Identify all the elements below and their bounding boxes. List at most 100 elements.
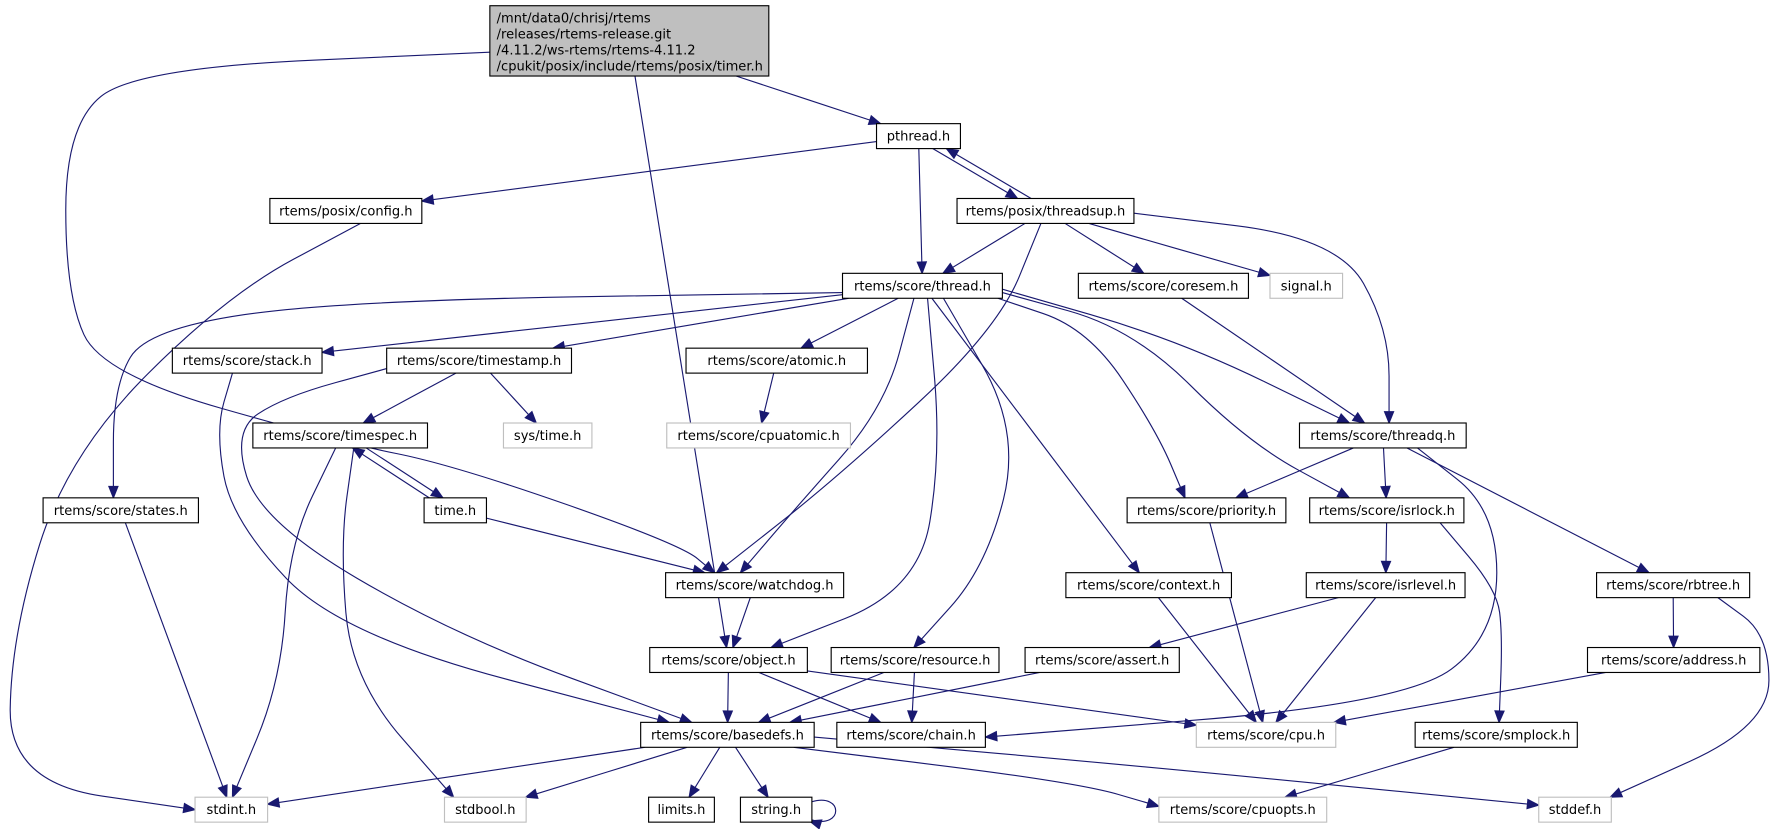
node-thread[interactable]: rtems/score/thread.h	[841, 272, 1003, 299]
node-string[interactable]: string.h	[739, 796, 813, 823]
edge-threadq-to-chain	[983, 447, 1498, 742]
edge-line	[1088, 222, 1271, 276]
edge-thread-to-threadq	[1002, 288, 1351, 424]
edge-line	[1002, 292, 1350, 499]
node-isrlevel[interactable]: rtems/score/isrlevel.h	[1305, 572, 1466, 599]
node-box	[841, 272, 1003, 299]
node-coresem[interactable]: rtems/score/coresem.h	[1077, 272, 1250, 299]
node-threadq[interactable]: rtems/score/threadq.h	[1298, 422, 1467, 449]
edge-timestamp-to-timespec	[361, 372, 457, 424]
node-isrlock[interactable]: rtems/score/isrlock.h	[1309, 497, 1465, 524]
node-label: rtems/score/threadq.h	[1310, 429, 1455, 444]
node-box	[830, 646, 1000, 674]
arrowhead-icon	[1145, 797, 1161, 809]
node-box	[836, 721, 986, 748]
edge-line	[811, 799, 837, 822]
node-label: signal.h	[1281, 279, 1332, 294]
node-basedefs[interactable]: rtems/score/basedefs.h	[640, 721, 815, 748]
node-label: rtems/score/thread.h	[854, 279, 991, 294]
edge-line	[1235, 447, 1354, 499]
node-box	[443, 796, 527, 823]
edge-root-to-pthread	[735, 75, 883, 126]
node-stdint[interactable]: stdint.h	[194, 796, 269, 823]
edge-line	[716, 223, 1042, 574]
edge-line	[985, 447, 1498, 738]
edge-rbtree-to-address	[1668, 597, 1679, 650]
edge-threadsup-to-watchdog	[715, 223, 1042, 574]
edge-line	[231, 447, 337, 798]
arrowhead-icon	[907, 710, 918, 724]
edge-context-to-cpu	[1158, 597, 1258, 724]
node-label: rtems/score/chain.h	[846, 728, 975, 743]
edge-atomic-to-cpuatomic	[759, 372, 775, 425]
arrowhead-icon	[1257, 266, 1272, 278]
edge-line	[421, 141, 877, 202]
node-stdbool[interactable]: stdbool.h	[443, 796, 527, 823]
edge-line	[758, 671, 885, 723]
node-box	[1126, 497, 1287, 524]
node-label: rtems/score/timespec.h	[263, 429, 417, 444]
node-stack[interactable]: rtems/score/stack.h	[171, 347, 323, 374]
node-assert[interactable]: rtems/score/assert.h	[1024, 646, 1180, 674]
node-chain[interactable]: rtems/score/chain.h	[836, 721, 986, 748]
arrowhead-icon	[266, 797, 281, 808]
node-rbtree[interactable]: rtems/score/rbtree.h	[1596, 572, 1751, 599]
edge-thread-to-priority	[997, 297, 1186, 500]
edge-object-to-basedefs	[722, 672, 734, 724]
arrowhead-icon	[808, 819, 823, 829]
node-timestamp[interactable]: rtems/score/timestamp.h	[386, 347, 573, 374]
node-systime[interactable]: sys/time.h	[502, 422, 593, 449]
node-label: stdbool.h	[455, 803, 515, 818]
edge-rbtree-to-stddef	[1608, 597, 1770, 798]
node-pthread[interactable]: pthread.h	[875, 123, 962, 150]
arrowhead-icon	[916, 261, 928, 275]
edge-line	[1439, 522, 1502, 723]
edge-line	[1333, 671, 1606, 723]
node-watchdog[interactable]: rtems/score/watchdog.h	[665, 572, 845, 599]
edge-threadq-to-rbtree	[1406, 447, 1651, 574]
arrowhead-icon	[1494, 710, 1505, 724]
node-atomic[interactable]: rtems/score/atomic.h	[685, 347, 869, 374]
node-limits[interactable]: limits.h	[648, 796, 715, 823]
node-cpu[interactable]: rtems/score/cpu.h	[1195, 721, 1337, 748]
edge-line	[363, 372, 457, 424]
edge-coresem-to-threadq	[1181, 297, 1366, 424]
arrowhead-icon	[1275, 709, 1288, 724]
node-config[interactable]: rtems/posix/config.h	[269, 197, 423, 224]
node-threadsup[interactable]: rtems/posix/threadsup.h	[956, 197, 1135, 224]
edge-basedefs-to-stddef	[814, 736, 1541, 810]
arrowhead-icon	[524, 410, 538, 425]
node-address[interactable]: rtems/score/address.h	[1586, 646, 1761, 674]
edge-line	[219, 372, 670, 723]
edge-basedefs-to-stdbool	[524, 746, 688, 799]
arrowhead-icon	[182, 802, 197, 814]
node-box	[1158, 796, 1328, 823]
node-cpuopts[interactable]: rtems/score/cpuopts.h	[1158, 796, 1328, 823]
arrowhead-icon	[867, 114, 883, 126]
node-priority[interactable]: rtems/score/priority.h	[1126, 497, 1287, 524]
node-label: time.h	[434, 504, 476, 519]
edge-threadsup-to-signal	[1088, 222, 1272, 278]
node-root[interactable]: /mnt/data0/chrisj/rtems/releases/rtems-r…	[489, 5, 770, 77]
edge-line	[1181, 297, 1365, 424]
node-object[interactable]: rtems/score/object.h	[649, 646, 808, 674]
arrowhead-icon	[1635, 562, 1651, 574]
node-signal[interactable]: signal.h	[1269, 272, 1344, 299]
node-smplock[interactable]: rtems/score/smplock.h	[1414, 721, 1578, 748]
edge-line	[800, 297, 899, 349]
edge-line	[352, 447, 430, 499]
arrowhead-icon	[429, 486, 445, 499]
node-label: rtems/score/cpu.h	[1207, 728, 1325, 743]
node-timespec[interactable]: rtems/score/timespec.h	[252, 422, 429, 449]
arrowhead-icon	[912, 635, 926, 649]
edge-root-to-watchdog	[65, 51, 716, 574]
node-resource[interactable]: rtems/score/resource.h	[830, 646, 1000, 674]
node-stddef[interactable]: stddef.h	[1538, 796, 1612, 823]
node-context[interactable]: rtems/score/context.h	[1065, 572, 1233, 599]
node-states[interactable]: rtems/score/states.h	[42, 497, 200, 524]
edge-isrlevel-to-assert	[1147, 597, 1339, 650]
node-time[interactable]: time.h	[423, 497, 488, 524]
node-label: rtems/posix/threadsup.h	[966, 204, 1126, 219]
node-cpuatomic[interactable]: rtems/score/cpuatomic.h	[666, 422, 852, 449]
edge-threadsup-to-pthread	[945, 147, 1032, 199]
